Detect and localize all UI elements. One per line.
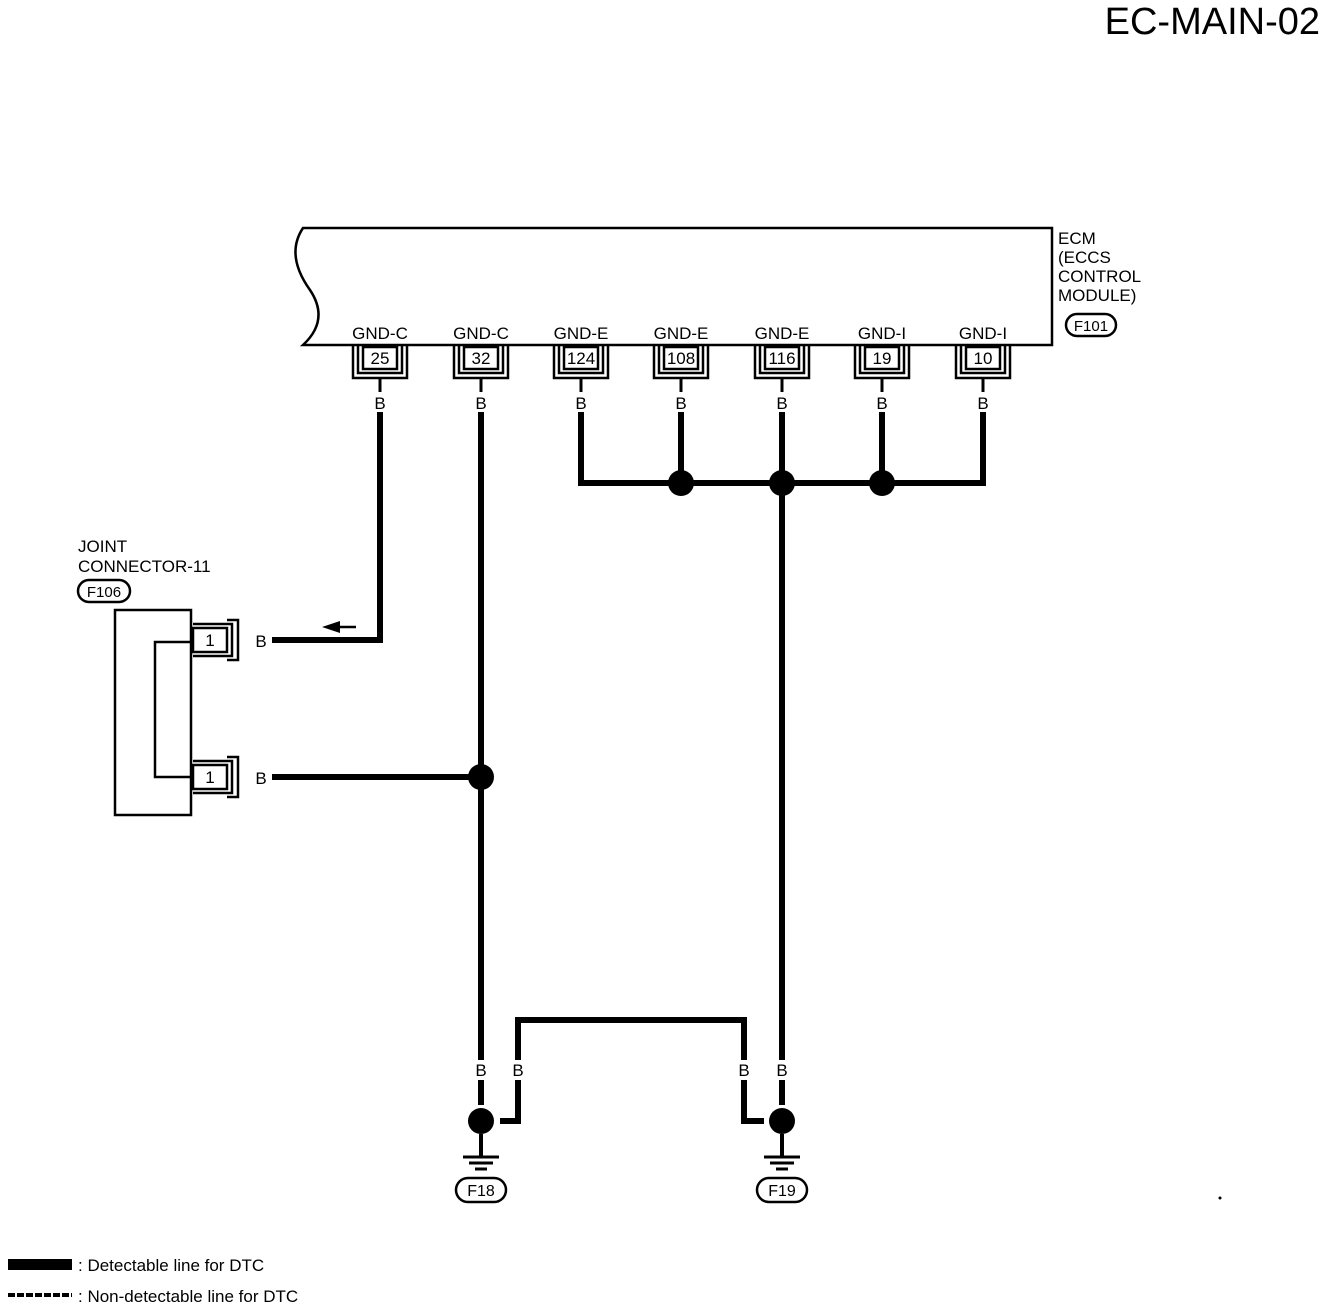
joint-connector-body [113, 608, 193, 817]
wire-pin25 [272, 412, 383, 643]
svg-text:(ECCS: (ECCS [1058, 248, 1111, 267]
svg-text:1: 1 [205, 768, 214, 787]
svg-text:CONNECTOR-11: CONNECTOR-11 [78, 557, 211, 576]
ground-f19-badge [755, 1176, 809, 1204]
ecm-terminal: GND-I 10B [954, 324, 1012, 413]
terminal-pin-number: 116 [768, 349, 795, 368]
wire-ground-bridge [500, 1017, 764, 1124]
terminal-signal-label: GND-E [654, 324, 709, 343]
svg-text:B: B [255, 632, 266, 651]
terminal-signal-label: GND-C [352, 324, 408, 343]
ground-f18-badge [454, 1176, 508, 1204]
splice-dot [468, 1108, 494, 1134]
joint-connector-bridge [153, 640, 191, 779]
direction-arrow-icon [322, 621, 340, 633]
wires [272, 412, 986, 1124]
terminal-pin-number: 108 [667, 349, 695, 368]
terminal-signal-label: GND-C [453, 324, 509, 343]
ecm-terminal: GND-C 25B [351, 324, 409, 413]
splice-dot [668, 470, 694, 496]
joint-terminal-upper: 1 B [191, 618, 267, 662]
ecm-connector-badge: F101 [1064, 312, 1118, 338]
splice-dot [769, 1108, 795, 1134]
joint-terminal-lower: 1 B [191, 755, 267, 799]
ground-f18: B B F18 [454, 1060, 529, 1204]
svg-text:B: B [475, 1061, 486, 1080]
terminal-wire-color: B [876, 394, 887, 413]
terminal-pin-number: 19 [873, 349, 892, 368]
svg-text:F19: F19 [768, 1183, 796, 1200]
svg-text:1: 1 [205, 631, 214, 650]
splice-dot [869, 470, 895, 496]
speck [1218, 1196, 1222, 1200]
joint-connector-badge [76, 578, 132, 604]
terminal-signal-label: GND-E [755, 324, 810, 343]
terminal-signal-label: GND-I [858, 324, 906, 343]
terminal-wire-color: B [475, 394, 486, 413]
svg-text:F101: F101 [1074, 318, 1108, 335]
splice-dot [468, 764, 494, 790]
terminal-pin-number: 124 [567, 349, 595, 368]
svg-text:B: B [738, 1061, 749, 1080]
terminal-wire-color: B [675, 394, 686, 413]
legend-non-detectable-text: : Non-detectable line for DTC [78, 1287, 298, 1306]
svg-text:MODULE): MODULE) [1058, 286, 1136, 305]
svg-text:ECM: ECM [1058, 229, 1096, 248]
ecm-terminal: GND-C 32B [452, 324, 510, 413]
splice-dot [769, 470, 795, 496]
joint-connector: JOINT CONNECTOR-11 F106 1 B 1 B [76, 537, 267, 817]
ground-f19: B B F19 [733, 1060, 809, 1204]
terminal-wire-color: B [776, 394, 787, 413]
svg-text:B: B [776, 1061, 787, 1080]
svg-text:B: B [512, 1061, 523, 1080]
terminal-pin-number: 25 [371, 349, 390, 368]
svg-text:F18: F18 [467, 1183, 495, 1200]
splice-points [468, 470, 895, 1134]
terminal-signal-label: GND-I [959, 324, 1007, 343]
ecm-terminal: GND-I 19B [853, 324, 911, 413]
terminal-wire-color: B [575, 394, 586, 413]
terminal-wire-color: B [374, 394, 385, 413]
terminal-signal-label: GND-E [554, 324, 609, 343]
legend: : Detectable line for DTC : Non-detectab… [8, 1256, 298, 1306]
legend-detectable-text: : Detectable line for DTC [78, 1256, 264, 1275]
ecm-label: ECM (ECCS CONTROL MODULE) [1058, 229, 1141, 305]
joint-connector-label: JOINT [78, 537, 127, 556]
page-title: EC-MAIN-02 [1105, 1, 1320, 43]
terminal-pin-number: 10 [974, 349, 993, 368]
terminal-pin-number: 32 [472, 349, 491, 368]
ecm-box [294, 226, 1054, 347]
legend-detectable-swatch [8, 1259, 72, 1270]
terminal-wire-color: B [977, 394, 988, 413]
svg-text:F106: F106 [87, 584, 121, 601]
svg-text:CONTROL: CONTROL [1058, 267, 1141, 286]
svg-text:B: B [255, 769, 266, 788]
